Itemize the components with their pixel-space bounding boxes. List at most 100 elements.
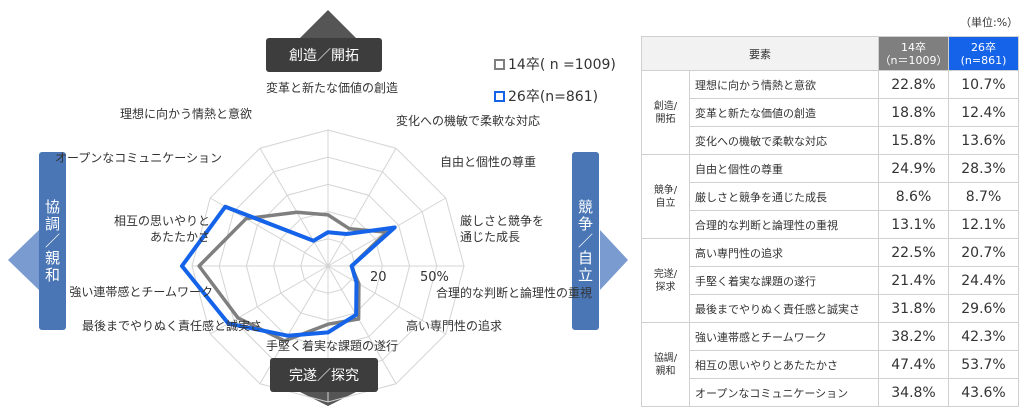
header-26-n: (n=861) [960,53,1007,67]
category-label: 理想に向かう情熱と意欲 [119,107,252,121]
group-cell: 創造/ 開拓 [641,70,690,155]
item-cell: 相互の思いやりとあたたかさ [689,350,879,379]
group-label-left: 協調／親和 [39,152,66,330]
tick-label-20: 20 [370,270,387,285]
value-14-cell: 8.6% [878,182,949,211]
group-name: 競争/ 自立 [653,184,678,209]
item-cell: 高い専門性の追求 [689,238,879,267]
category-label: オープンなコミュニケーション [54,151,222,165]
value-26-cell: 53.7% [948,350,1019,379]
legend-swatch [494,90,505,102]
category-label-line: 通じた成長 [460,230,521,244]
category-label: 自由と個性の尊重 [440,155,537,169]
data-table: 要素 14卒（n＝1009） 26卒(n=861) 創造/ 開拓理想に向かう情熱… [641,36,1019,407]
group-name: 創造/ 開拓 [653,100,678,125]
grid-spoke [327,265,447,335]
group-label-right: 競争／自立 [572,152,599,330]
value-14-cell: 21.4% [878,266,949,295]
header-26-title: 26卒 [971,40,996,54]
value-14-cell: 24.9% [878,154,949,183]
group-label-top: 創造／開拓 [266,38,382,72]
item-cell: 強い連帯感とチームワーク [689,322,879,351]
value-26-cell: 29.6% [948,294,1019,323]
grid-spoke [259,147,329,267]
value-14-cell: 47.4% [878,350,949,379]
header-14-title: 14卒 [901,40,926,54]
item-cell: 変革と新たな価値の創造 [689,98,879,127]
item-cell: 合理的な判断と論理性の重視 [689,210,879,239]
value-14-cell: 22.8% [878,70,949,99]
group-name: 完遂/ 探求 [653,268,678,293]
group-cell: 競争/ 自立 [641,154,690,239]
legend-swatch [494,58,505,70]
category-label-line: 相互の思いやりと [113,214,210,228]
category-label: 手堅く着実な課題の遂行 [266,339,399,353]
item-cell: 理想に向かう情熱と意欲 [689,70,879,99]
value-26-cell: 24.4% [948,266,1019,295]
right-arrow [600,230,628,290]
category-label: 合理的な判断と論理性の重視 [436,286,593,300]
table-header-row: 要素 14卒（n＝1009） 26卒(n=861) [641,36,1019,71]
value-26-cell: 13.6% [948,126,1019,155]
value-14-cell: 38.2% [878,322,949,351]
value-26-cell: 42.3% [948,322,1019,351]
item-cell: オープンなコミュニケーション [689,378,879,407]
value-14-cell: 31.8% [878,294,949,323]
value-26-cell: 8.7% [948,182,1019,211]
grid-spoke [327,265,397,385]
group-name: 協調/ 親和 [653,352,678,377]
series-line-1 [179,204,397,338]
top-arrow [300,10,356,38]
item-cell: 変化への機敏で柔軟な対応 [689,126,879,155]
legend-item-14: 14卒( n =1009) [494,54,616,74]
category-label: 最後までやりぬく責任感と誠実さ [81,319,262,333]
value-26-cell: 20.7% [948,238,1019,267]
legend-label: 14卒( n =1009) [508,57,616,73]
value-14-cell: 18.8% [878,98,949,127]
category-label: 変革と新たな価値の創造 [266,81,399,95]
item-cell: 自由と個性の尊重 [689,154,879,183]
radar-chart [8,10,628,406]
item-cell: 最後までやりぬく責任感と誠実さ [689,294,879,323]
legend-label: 26卒(n=861) [508,89,599,105]
category-label-line: 厳しさと競争を [460,214,545,228]
category-label: 相互の思いやりとあたたかさ [114,213,210,245]
value-14-cell: 13.1% [878,210,949,239]
legend-item-26: 26卒(n=861) [494,86,598,106]
grid-spoke [327,147,397,267]
value-26-cell: 28.3% [948,154,1019,183]
category-label: 高い専門性の追求 [406,319,503,333]
value-14-cell: 22.5% [878,238,949,267]
value-14-cell: 15.8% [878,126,949,155]
header-14-n: （n＝1009） [879,53,948,67]
item-cell: 手堅く着実な課題の遂行 [689,266,879,295]
category-label: 変化への機敏で柔軟な対応 [396,114,541,128]
group-cell: 完遂/ 探求 [641,238,690,323]
group-label-bottom: 完遂／探究 [270,358,378,392]
left-arrow [8,230,39,290]
value-26-cell: 43.6% [948,378,1019,407]
category-label-line: あたたかさ [149,230,210,244]
value-14-cell: 34.8% [878,378,949,407]
header-element: 要素 [641,36,879,71]
item-cell: 厳しさと競争を通じた成長 [689,182,879,211]
category-label: 厳しさと競争を通じた成長 [460,213,544,245]
unit-label: （単位:%） [960,16,1019,29]
header-14: 14卒（n＝1009） [878,36,949,71]
value-26-cell: 10.7% [948,70,1019,99]
value-26-cell: 12.4% [948,98,1019,127]
value-26-cell: 12.1% [948,210,1019,239]
header-26: 26卒(n=861) [948,36,1019,71]
